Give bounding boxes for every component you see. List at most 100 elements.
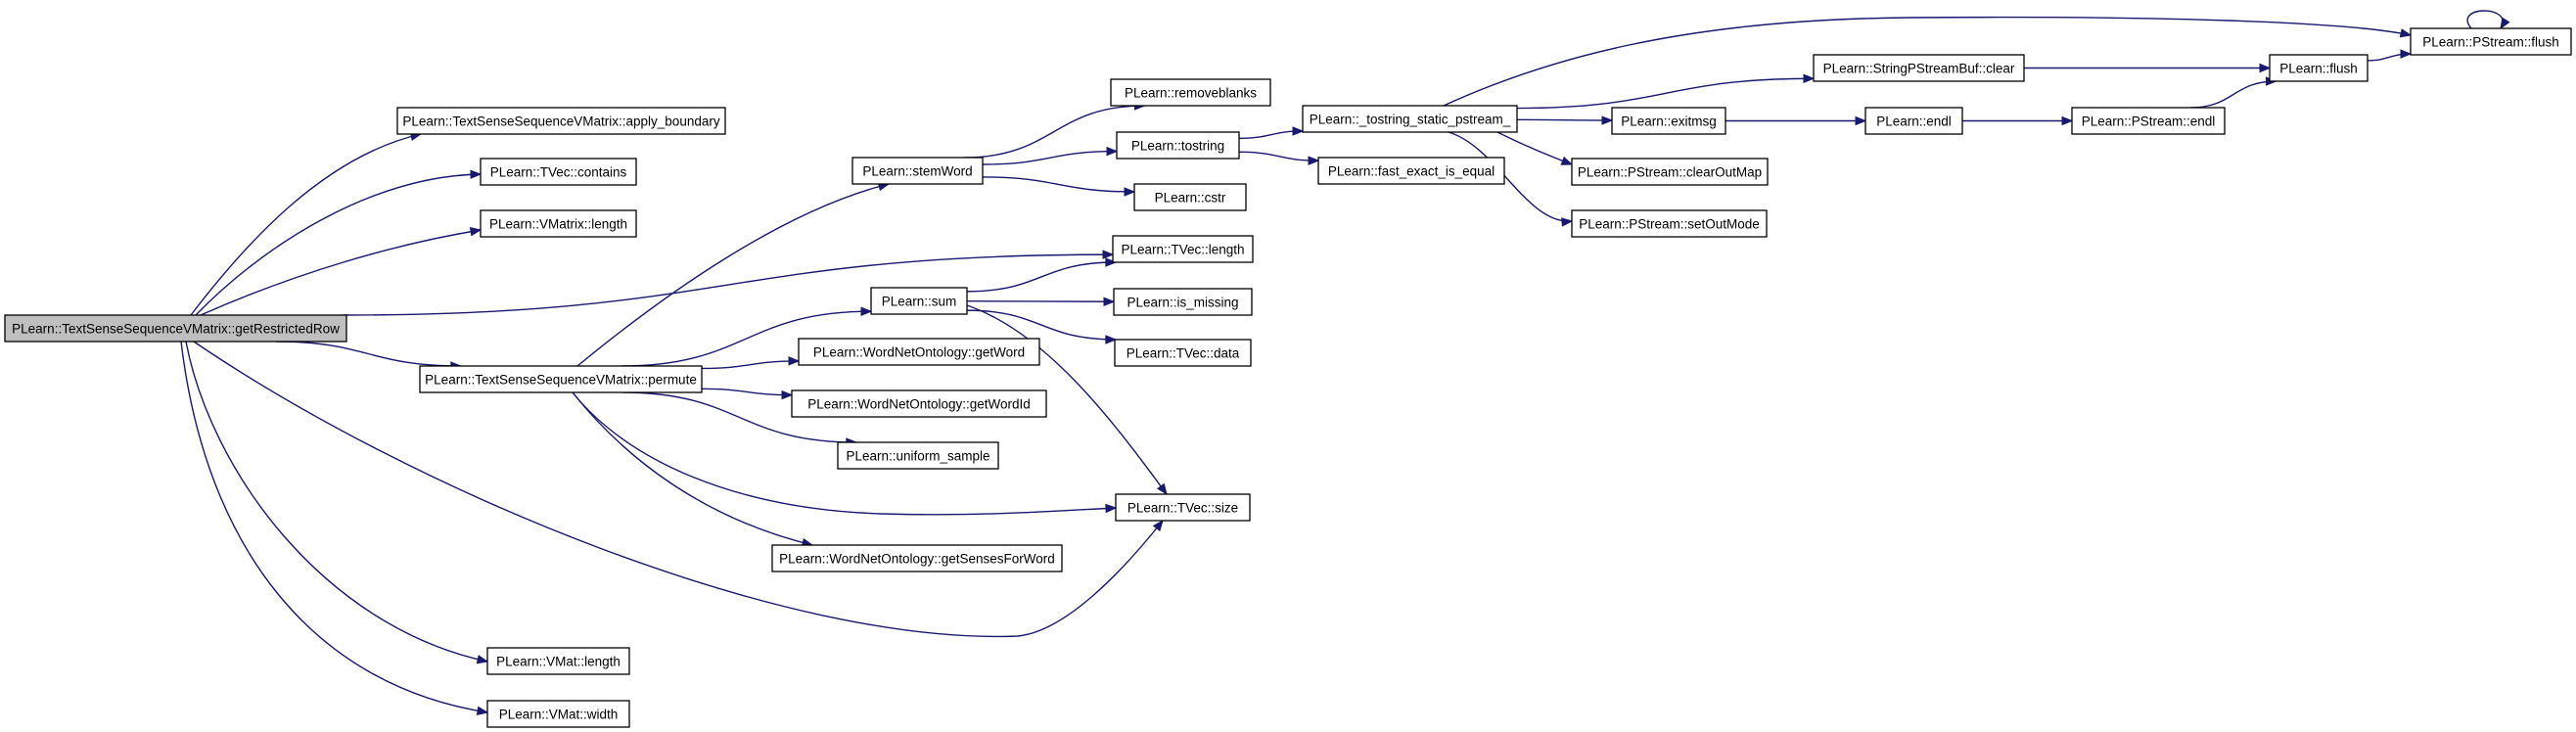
graph-node-tostring_static[interactable]: PLearn::_tostring_static_pstream_ <box>1302 105 1518 133</box>
graph-node-sum[interactable]: PLearn::sum <box>870 287 968 315</box>
graph-node-clearoutmap[interactable]: PLearn::PStream::clearOutMap <box>1571 158 1769 186</box>
graph-node-getword[interactable]: PLearn::WordNetOntology::getWord <box>798 338 1040 366</box>
call-edge-line <box>621 310 872 367</box>
call-edge-tostring_static-to-spsb_clear <box>1516 73 1816 110</box>
call-edge-line <box>190 133 422 316</box>
node-label: PLearn::StringPStreamBuf::clear <box>1823 62 2015 76</box>
arrowhead-icon <box>2259 63 2272 73</box>
node-box <box>1813 54 2025 82</box>
arrowhead-icon <box>1561 217 1574 227</box>
graph-node-stemword[interactable]: PLearn::stemWord <box>851 157 984 185</box>
node-label: PLearn::WordNetOntology::getWord <box>813 345 1025 360</box>
call-edge-permute-to-tvec_size <box>572 391 1118 516</box>
arrowhead-icon <box>1152 519 1164 532</box>
graph-node-exitmsg[interactable]: PLearn::exitmsg <box>1611 107 1726 135</box>
call-edge-permute-to-getsenses <box>572 391 814 548</box>
call-edge-line <box>200 229 482 316</box>
graph-node-apply_boundary[interactable]: PLearn::TextSenseSequenceVMatrix::apply_… <box>396 107 726 135</box>
graph-node-spsb_clear[interactable]: PLearn::StringPStreamBuf::clear <box>1813 54 2025 82</box>
graph-node-is_missing[interactable]: PLearn::is_missing <box>1113 288 1253 316</box>
graph-node-tvec_size[interactable]: PLearn::TVec::size <box>1115 493 1251 522</box>
call-edge-line <box>2190 80 2277 109</box>
node-box <box>1133 183 1247 211</box>
graph-node-root[interactable]: PLearn::TextSenseSequenceVMatrix::getRes… <box>4 314 347 343</box>
node-box <box>2410 27 2572 56</box>
arrowhead-icon <box>1105 503 1118 514</box>
call-edge-sum-to-is_missing <box>966 297 1116 306</box>
arrowhead-icon <box>469 227 483 237</box>
graph-node-tvec_data[interactable]: PLearn::TVec::data <box>1114 339 1252 367</box>
node-box <box>791 389 1047 418</box>
node-box <box>1116 131 1240 160</box>
graph-node-endl[interactable]: PLearn::endl <box>1864 107 1963 135</box>
graph-node-vmat_length[interactable]: PLearn::VMat::length <box>486 647 630 675</box>
graph-node-flush[interactable]: PLearn::flush <box>2269 54 2369 82</box>
node-box <box>480 158 637 186</box>
call-edge-line <box>343 253 1114 316</box>
call-edge-line <box>275 341 461 367</box>
arrowhead-icon <box>1105 335 1118 344</box>
call-edge-root-to-tvec_contains <box>195 169 483 316</box>
call-edge-tostring-to-tostring_static <box>1238 126 1305 140</box>
call-edge-line <box>966 299 1115 302</box>
arrowhead-icon <box>470 169 483 179</box>
graph-node-cstr[interactable]: PLearn::cstr <box>1133 183 1247 211</box>
arrowhead-icon <box>1601 115 1614 125</box>
node-label: PLearn::uniform_sample <box>846 449 989 464</box>
call-edge-sum-to-tvec_data <box>966 309 1118 344</box>
arrowhead-icon <box>2500 17 2510 30</box>
call-edge-root-to-vmat_length <box>185 341 489 664</box>
arrowhead-icon <box>2400 49 2413 59</box>
node-label: PLearn::VMatrix::length <box>489 217 627 232</box>
arrowhead-icon <box>1292 126 1305 136</box>
node-label: PLearn::fast_exact_is_equal <box>1328 164 1495 179</box>
call-edge-line <box>1496 131 1573 165</box>
graph-node-permute[interactable]: PLearn::TextSenseSequenceVMatrix::permut… <box>419 365 703 393</box>
node-box <box>1115 493 1251 522</box>
call-edge-tostring_static-to-pstream_flush <box>1443 16 2413 107</box>
node-box <box>396 107 726 135</box>
node-label: PLearn::TVec::contains <box>490 165 627 180</box>
call-edge-line <box>701 360 800 370</box>
graph-node-pstream_endl[interactable]: PLearn::PStream::endl <box>2071 107 2226 135</box>
arrowhead-icon <box>1124 187 1136 197</box>
graph-node-vmatrix_length[interactable]: PLearn::VMatrix::length <box>480 209 637 238</box>
node-box <box>1864 107 1963 135</box>
node-label: PLearn::PStream::flush <box>2422 35 2559 50</box>
node-label: PLearn::VMat::width <box>499 708 619 722</box>
node-box <box>837 441 999 470</box>
graph-node-getwordid[interactable]: PLearn::WordNetOntology::getWordId <box>791 389 1047 418</box>
arrowhead-icon <box>476 706 489 716</box>
graph-node-pstream_flush[interactable]: PLearn::PStream::flush <box>2410 27 2572 56</box>
graph-node-vmat_width[interactable]: PLearn::VMat::width <box>486 700 630 728</box>
node-label: PLearn::stemWord <box>862 164 972 179</box>
node-label: PLearn::endl <box>1876 114 1952 129</box>
node-label: PLearn::is_missing <box>1127 296 1238 310</box>
arrowhead-icon <box>788 356 801 366</box>
graph-node-uniform_sample[interactable]: PLearn::uniform_sample <box>837 441 999 470</box>
node-box <box>798 338 1040 366</box>
graph-node-removeblanks[interactable]: PLearn::removeblanks <box>1110 78 1271 107</box>
call-edge-line <box>1516 118 1613 121</box>
graph-node-tvec_contains[interactable]: PLearn::TVec::contains <box>480 158 637 186</box>
graph-node-tvec_length[interactable]: PLearn::TVec::length <box>1112 235 1254 263</box>
node-box <box>771 544 1063 572</box>
graph-node-getsenses[interactable]: PLearn::WordNetOntology::getSensesForWor… <box>771 544 1063 572</box>
call-edge-sum-to-tvec_size <box>953 300 1168 496</box>
call-edge-permute-to-getword <box>701 356 801 370</box>
call-edge-line <box>982 176 1135 193</box>
call-edge-line <box>1443 16 2412 107</box>
graph-node-fast_exact[interactable]: PLearn::fast_exact_is_equal <box>1317 157 1505 185</box>
node-label: PLearn::TVec::data <box>1127 346 1240 361</box>
node-box <box>486 647 630 675</box>
node-box <box>419 365 703 393</box>
node-label: PLearn::WordNetOntology::getWordId <box>807 397 1031 412</box>
graph-node-setoutmode[interactable]: PLearn::PStream::setOutMode <box>1571 209 1768 238</box>
node-label: PLearn::removeblanks <box>1125 86 1257 101</box>
call-edge-line <box>572 391 1117 516</box>
call-edge-root-to-vmatrix_length <box>200 227 483 316</box>
graph-node-tostring[interactable]: PLearn::tostring <box>1116 131 1240 160</box>
node-label: PLearn::sum <box>882 295 957 309</box>
call-edge-line <box>966 309 1116 341</box>
node-label: PLearn::TextSenseSequenceVMatrix::permut… <box>425 373 697 388</box>
